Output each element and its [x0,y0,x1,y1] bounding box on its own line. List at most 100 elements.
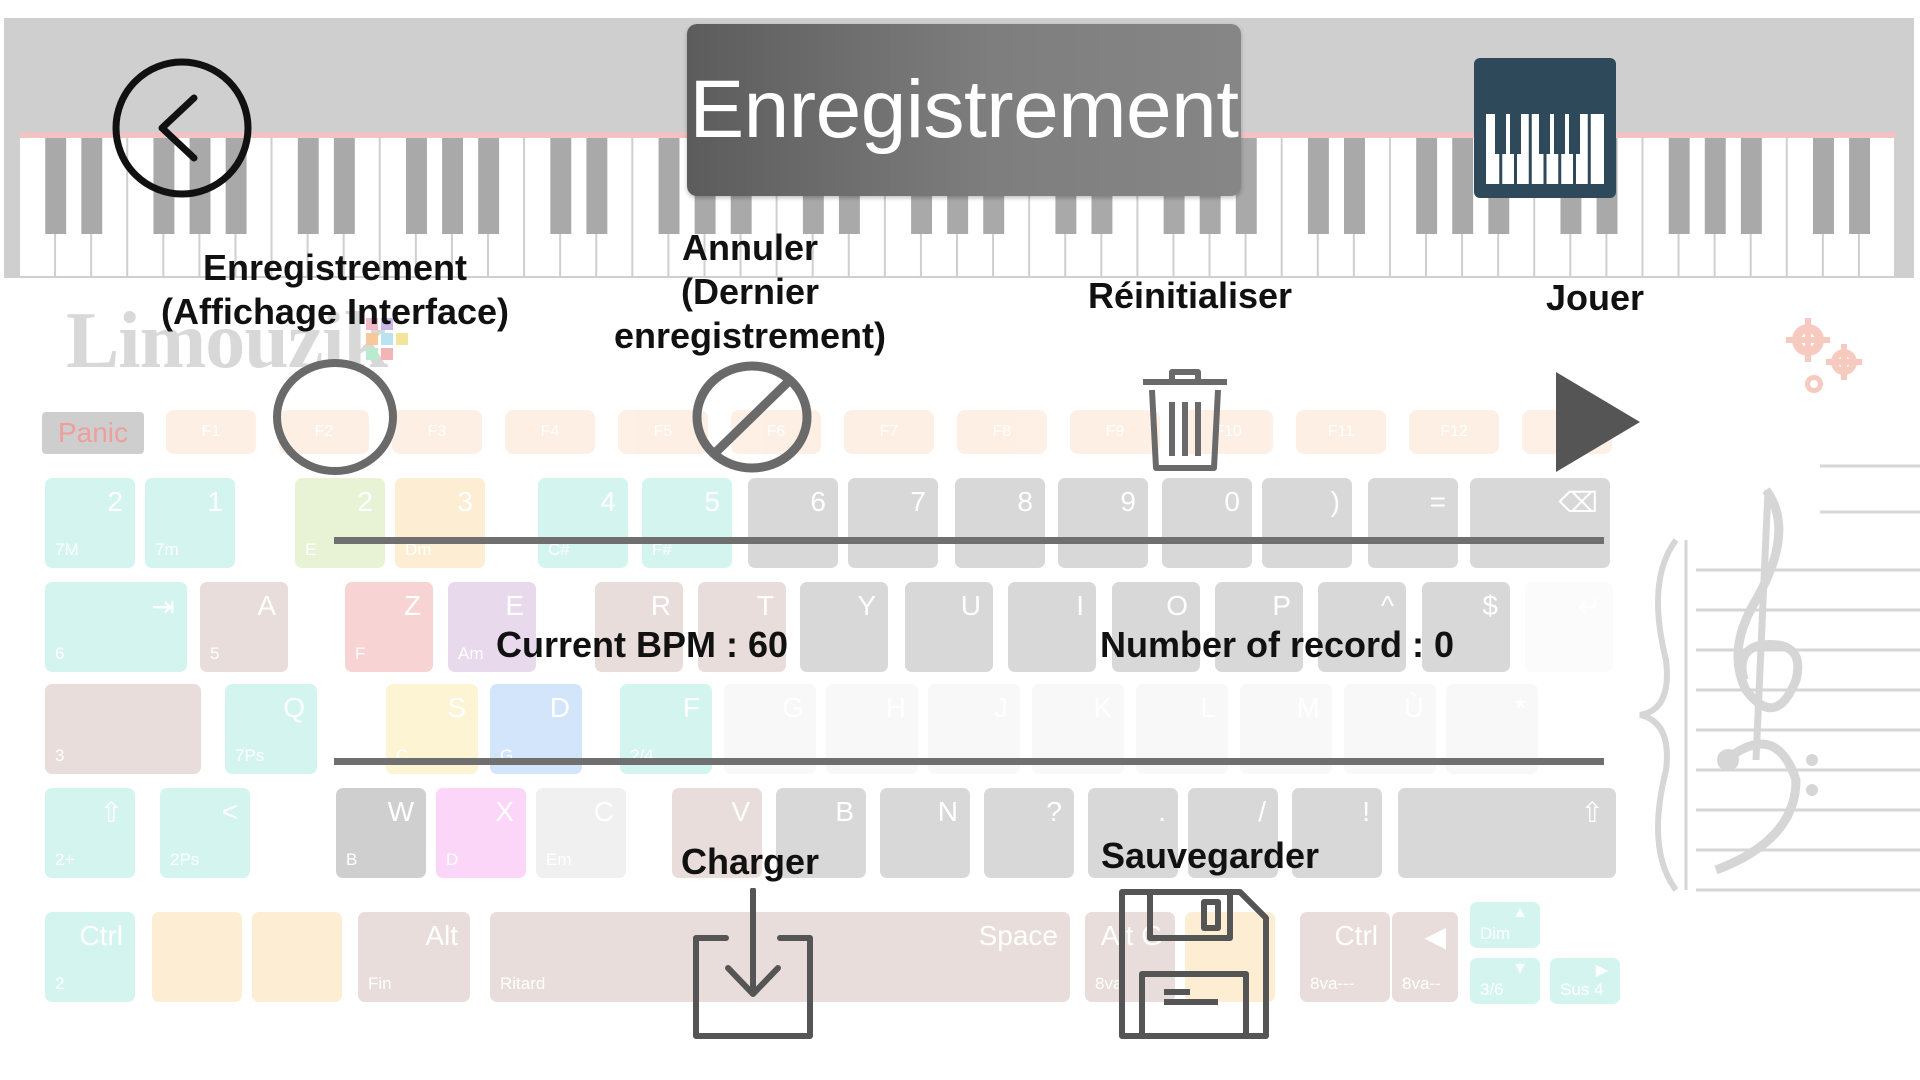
background-key: . [1088,788,1178,878]
background-key: B [776,788,866,878]
background-key-label: A [257,590,276,621]
chevron-left-circle-icon [112,58,252,198]
load-button[interactable] [690,888,816,1040]
background-key: <2Ps [160,788,250,878]
background-key-label: ! [1362,796,1370,827]
background-key-label: X [495,796,514,827]
background-key-label: Ctrl [1334,920,1378,951]
background-key-label: Y [857,590,876,621]
background-key: 7 [848,478,938,568]
background-key: 6 [748,478,838,568]
background-key-sublabel: Em [546,850,572,869]
record-count-readout: Number of record : 0 [1100,624,1455,665]
cancel-last-record-label: Annuler (Dernier enregistrement) [613,227,887,356]
background-key-label: ⇧ [99,797,123,828]
background-key: 9 [1058,478,1148,568]
background-key-label: / [1258,796,1266,827]
background-key-sublabel: 2Ps [170,850,200,869]
function-key[interactable]: F12 [1409,410,1499,454]
background-key: / [1188,788,1278,878]
background-key: ) [1262,478,1352,568]
cancel-last-record-button[interactable] [690,360,814,474]
panic-button[interactable]: Panic [42,412,144,454]
function-key[interactable]: F2 [279,410,369,454]
function-key[interactable]: F7 [844,410,934,454]
function-key[interactable]: F9 [1070,410,1160,454]
function-key[interactable]: F11 [1296,410,1386,454]
background-key-sublabel: 2+ [55,850,75,869]
background-key: R [595,582,683,672]
logo-squares-icon [366,318,408,360]
piano-black-key [1235,138,1257,234]
background-key-sublabel: Ritard [500,974,546,993]
background-key-label: D [549,692,570,723]
trash-icon [1143,369,1227,471]
background-arrow-key: ▼3/6 [1470,958,1540,1004]
background-key-label: N [937,796,958,827]
background-key-label: 4 [600,486,616,517]
background-key: Y [800,582,888,672]
background-key: ⇧ 2+ [45,788,135,878]
piano-keyboard-icon [1474,58,1616,198]
background-key-sublabel: Am [458,644,484,663]
background-key-sublabel: C# [548,540,570,559]
piano-black-key [550,138,572,234]
piano-black-key [1813,138,1834,234]
background-key-label: Ù [1403,692,1424,723]
function-key[interactable]: F1 [166,410,256,454]
background-key: O [1112,582,1200,672]
background-key-sublabel: 3 [55,746,65,765]
record-button[interactable] [272,358,398,476]
background-key-label: U [960,590,981,621]
background-key-label: * [1515,692,1526,723]
background-key-label: I [1076,590,1084,621]
background-key-label: ▲ [1512,904,1528,921]
save-button[interactable] [1118,888,1270,1040]
play-label: Jouer [1545,277,1645,318]
background-key-sublabel: E [305,540,317,559]
reset-button[interactable] [1140,368,1230,474]
gears-icon[interactable] [1778,312,1878,408]
background-key-label: M [1296,692,1320,723]
piano-black-key [1344,138,1365,234]
background-key-sublabel: 7m [155,540,179,559]
piano-black-key [1704,138,1726,234]
background-key-label: R [650,590,671,621]
piano-black-key [478,138,500,234]
background-key: 3 [45,684,201,774]
back-button[interactable] [110,56,254,200]
piano-black-key [586,138,608,234]
background-key-label: V [731,796,750,827]
function-key[interactable]: F4 [505,410,595,454]
piano-black-key [333,138,355,234]
background-key-sublabel: 6 [55,644,65,663]
background-key: N [880,788,970,878]
background-key-sublabel: 3/6 [1480,980,1504,999]
current-bpm-readout: Current BPM : 60 [496,624,789,665]
background-key-label: F [682,692,700,723]
piano-black-key [297,138,319,234]
background-key-label: 3 [457,486,473,517]
background-key-sublabel: 2 [55,974,65,993]
function-key[interactable]: F3 [392,410,482,454]
background-key-label: ^ [1380,590,1394,621]
background-key: ⇥6 [45,582,187,672]
function-key[interactable]: F8 [957,410,1047,454]
play-button[interactable] [1556,372,1640,472]
background-arrow-key: ▶Sus 4 [1550,958,1620,1004]
background-key-label: L [1200,692,1216,723]
background-key-label: 6 [810,486,826,517]
background-key-label: G [782,692,804,723]
background-key-sublabel: 7M [55,540,79,559]
piano-mode-button[interactable] [1474,58,1616,198]
background-key-sublabel: F# [652,540,672,559]
background-key: ? [984,788,1074,878]
background-key: ⌫ [1470,478,1610,568]
